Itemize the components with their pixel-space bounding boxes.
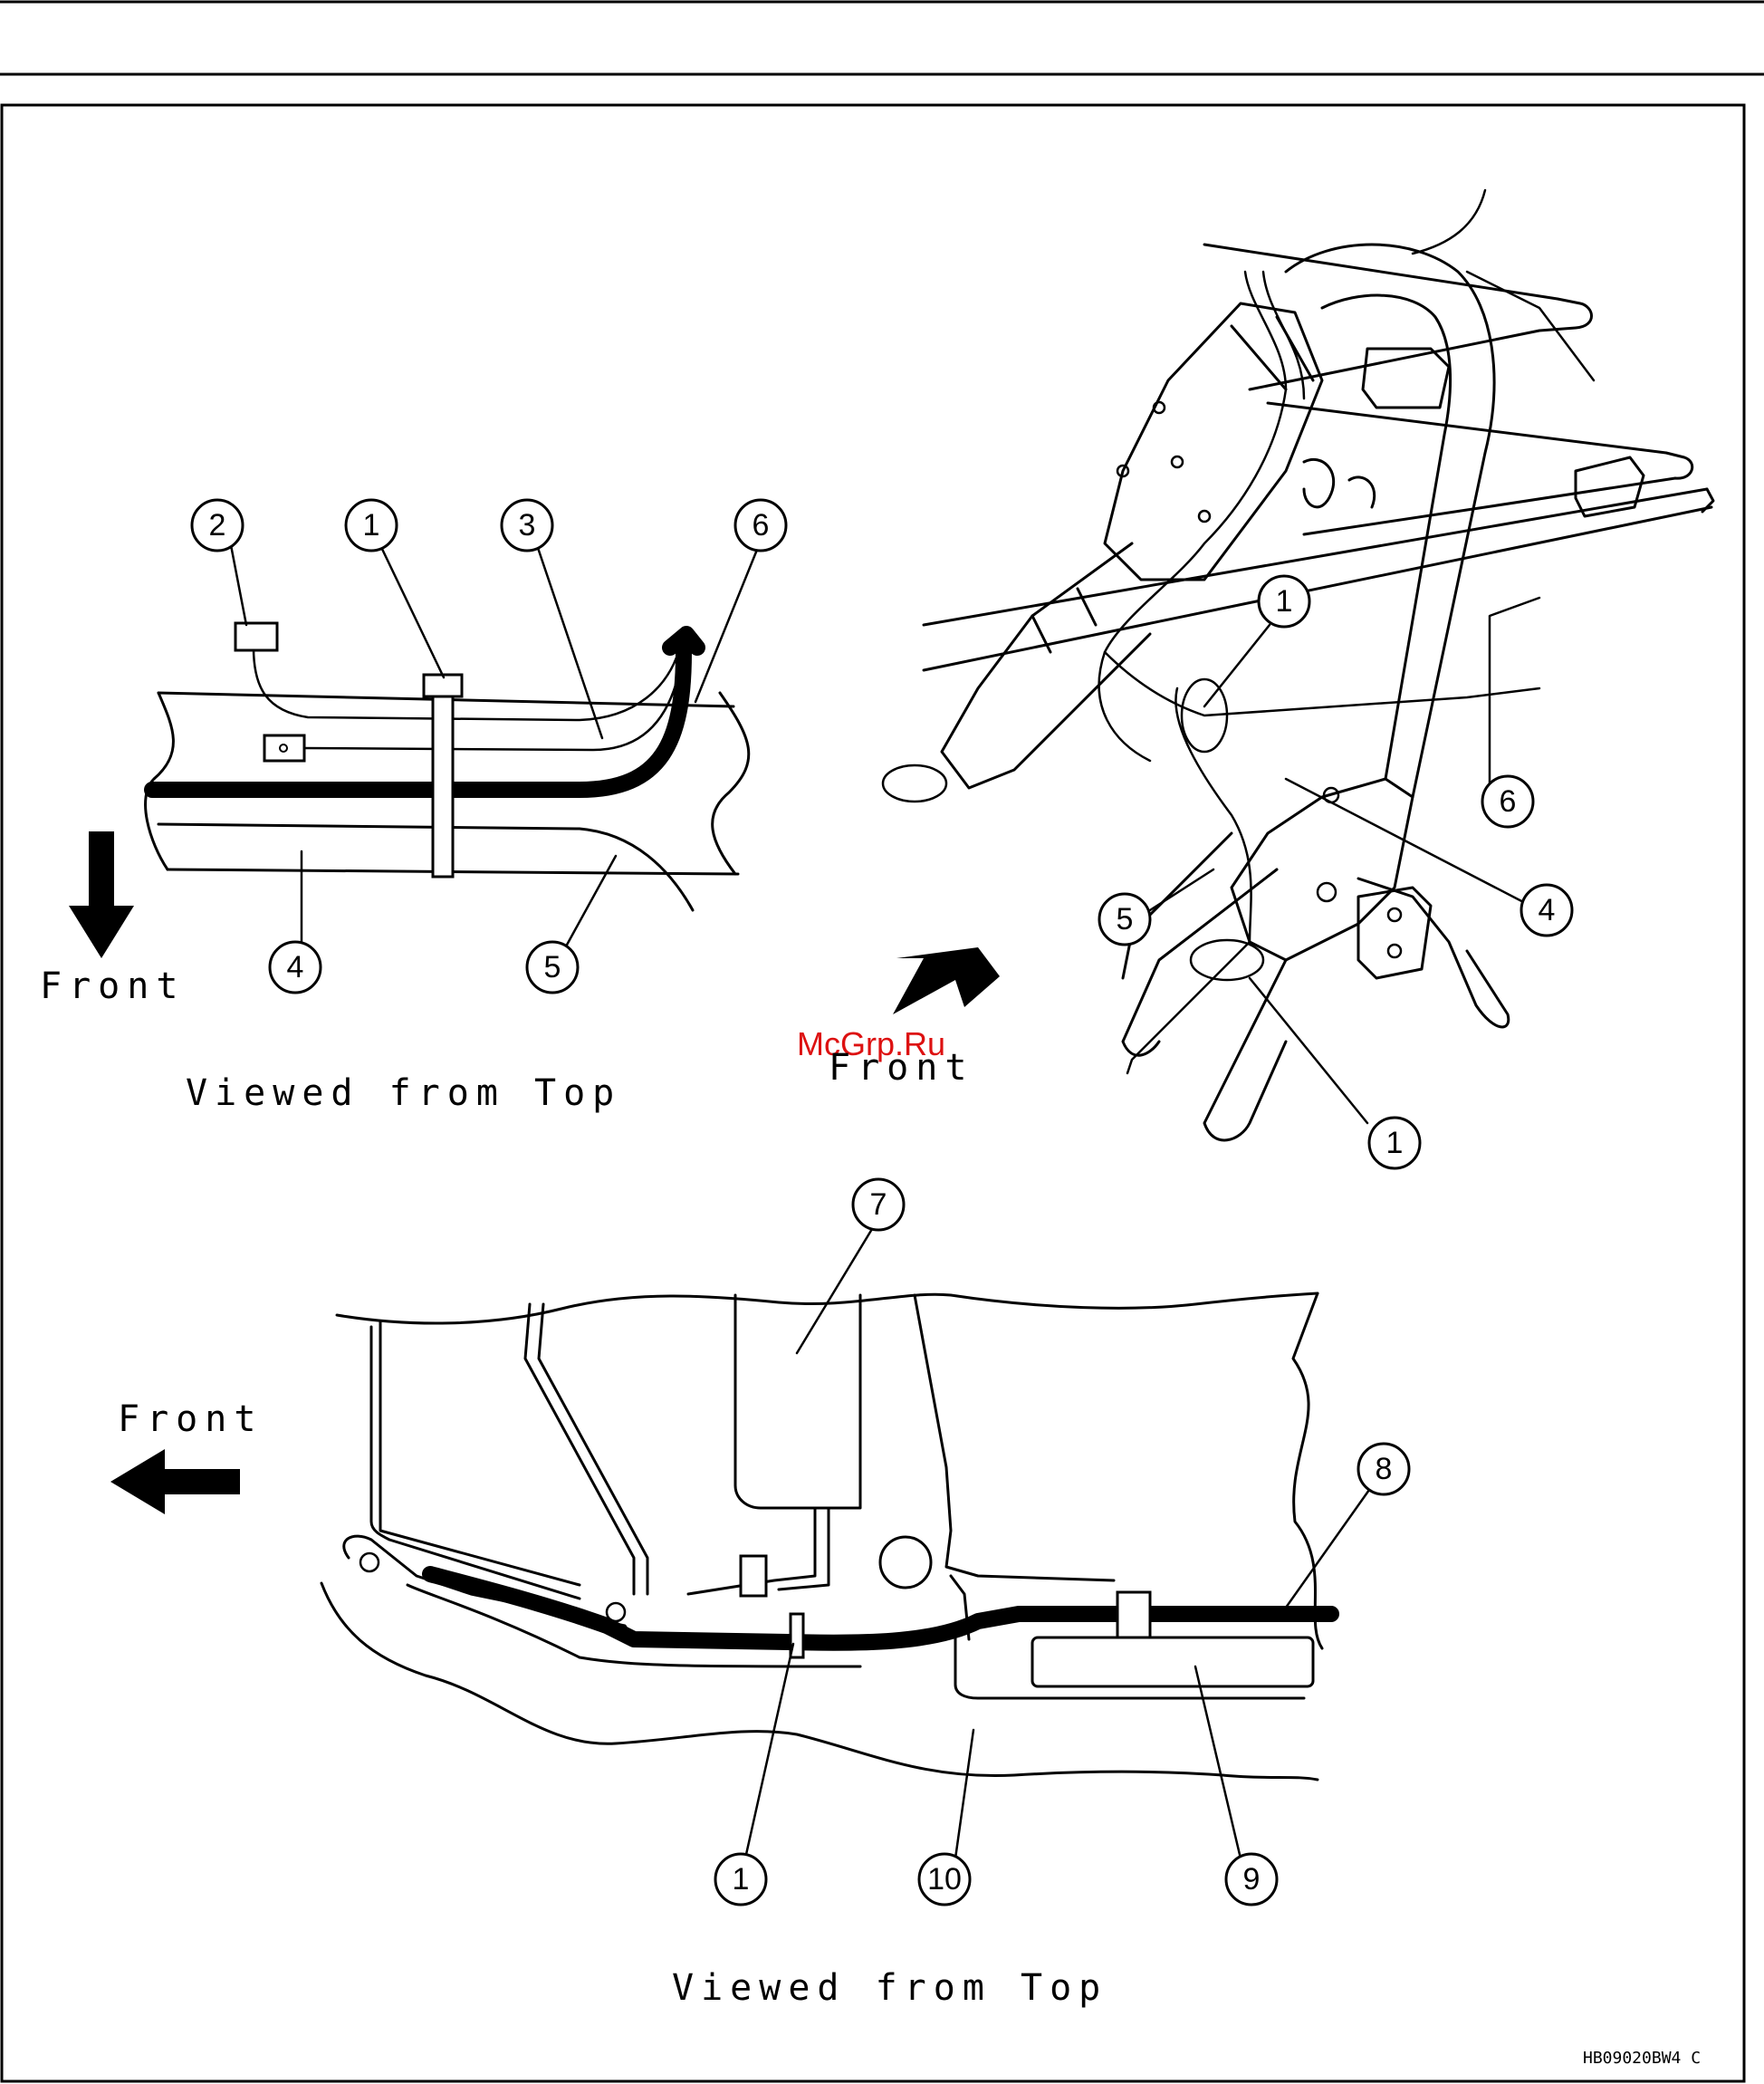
front-arrow-down-icon [69, 831, 134, 958]
callout-4-top-left: 4 [287, 950, 304, 984]
callout-6-top-left: 6 [753, 508, 770, 543]
callout-9-bottom: 9 [1243, 1862, 1261, 1897]
front-arrow-diagonal-icon [893, 947, 1000, 1014]
callout-4-top-right: 4 [1539, 893, 1556, 927]
front-arrow-left-icon [110, 1449, 240, 1514]
callout-2-top-left: 2 [209, 508, 226, 543]
callout-7-bottom: 7 [870, 1187, 887, 1222]
callout-8-bottom: 8 [1376, 1452, 1393, 1486]
front-label-bottom: Front [118, 1398, 263, 1440]
callout-5-top-left: 5 [544, 950, 561, 984]
callout-6-top-right: 6 [1500, 784, 1517, 819]
callout-1-top-right-lower: 1 [1386, 1126, 1404, 1160]
top-left-view: 2 1 3 6 4 5 Front Viewed from Top [40, 500, 786, 1114]
front-label-top-left: Front [40, 965, 185, 1007]
bottom-view: 7 8 1 10 9 Front Viewed from Top [110, 1179, 1409, 2009]
callout-1-bottom: 1 [733, 1862, 750, 1897]
figure-code: HB09020BW4 C [1583, 2049, 1701, 2068]
callout-1-top-left: 1 [363, 508, 380, 543]
callout-1-top-right-upper: 1 [1276, 584, 1293, 619]
callout-3-top-left: 3 [519, 508, 536, 543]
top-right-view: 1 6 5 4 1 McGrp.Ru Front [797, 190, 1713, 1168]
viewed-from-top-label-lower: Viewed from Top [672, 1967, 1107, 2009]
front-label-top-right: Front [829, 1047, 973, 1089]
callout-10-bottom: 10 [927, 1862, 962, 1897]
callout-5-top-right: 5 [1117, 902, 1134, 936]
viewed-from-top-label-upper: Viewed from Top [186, 1072, 621, 1114]
